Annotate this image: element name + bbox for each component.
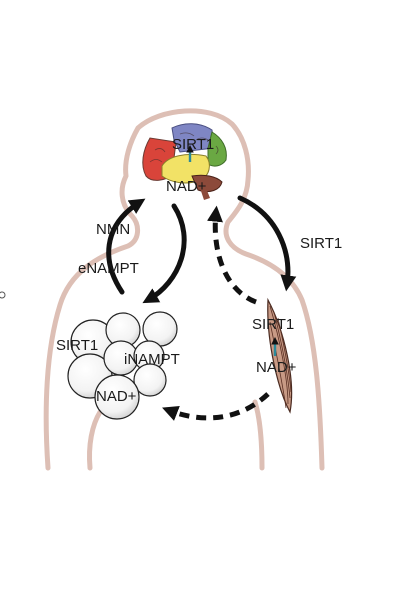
nmn-label: NMN (96, 221, 130, 238)
muscle-sirt1-label: SIRT1 (252, 316, 294, 333)
brain-sirt1-label: SIRT1 (172, 136, 214, 153)
brain-icon (142, 123, 227, 200)
right-arm-inner-outline (252, 399, 265, 471)
muscle-nad-label: NAD+ (256, 359, 297, 376)
fat-to-brain-arrow (106, 198, 146, 295)
body-outline (43, 108, 325, 471)
enampt-label: eNAMPT (78, 260, 139, 277)
sirt1-side-label: SIRT1 (300, 235, 342, 252)
brain-to-muscle-arrow (237, 195, 297, 292)
muscle-to-brain-dashed-arrow (207, 205, 257, 305)
muscle-to-fat-dashed-arrow (162, 392, 270, 421)
fat-inampt-label: iNAMPT (124, 351, 180, 368)
brain-to-fat-arrow (142, 203, 187, 304)
fat-nad-label: NAD+ (96, 388, 137, 405)
fat-sirt1-label: SIRT1 (56, 337, 98, 354)
muscle-icon (267, 297, 293, 414)
brain-nad-label: NAD+ (166, 178, 207, 195)
adipose-cells-icon (67, 311, 178, 420)
left-arm-inner-outline (87, 409, 103, 471)
edge-marker-icon (0, 291, 6, 299)
